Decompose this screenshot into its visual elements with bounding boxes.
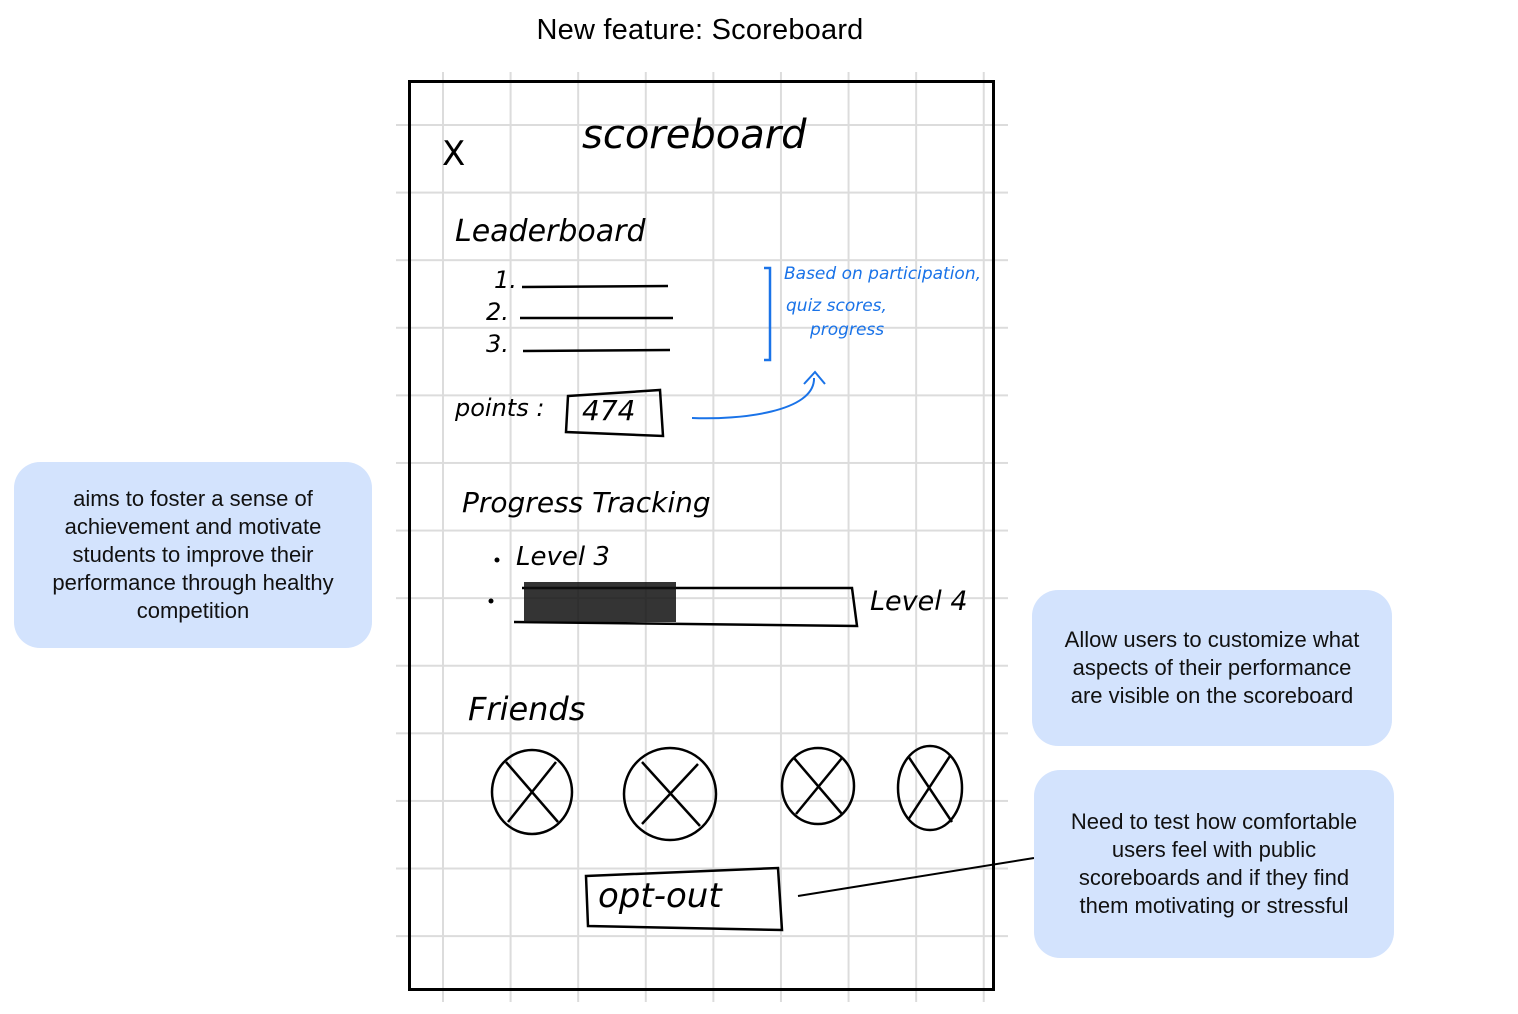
annotation-note-right-top: Allow users to customize what aspects of… <box>1032 590 1392 746</box>
points-arrow-head <box>803 370 826 385</box>
friends-heading: Friends <box>468 690 586 728</box>
points-arrow <box>691 377 816 420</box>
level-bullet <box>494 557 500 563</box>
phone-wireframe-frame <box>408 80 995 991</box>
screen-title: scoreboard <box>582 112 807 158</box>
leaderboard-rank-2: 2. <box>486 298 509 326</box>
current-level-label: Level 3 <box>516 542 610 572</box>
leaderboard-rank-3: 3. <box>486 330 509 358</box>
next-level-label: Level 4 <box>870 586 968 617</box>
points-value: 474 <box>582 394 636 427</box>
progress-bar-outline <box>513 586 859 628</box>
points-box <box>564 388 665 438</box>
side-note-line-3: progress <box>810 320 885 340</box>
leaderboard-heading: Leaderboard <box>455 214 646 249</box>
grid-paper-background <box>396 72 1008 1002</box>
opt-out-button[interactable]: opt-out <box>598 876 722 916</box>
side-note-bracket <box>764 266 772 362</box>
bar-bullet <box>488 598 494 604</box>
connector-line <box>797 857 1035 897</box>
leaderboard-line-3 <box>522 348 671 353</box>
annotation-note-right-bottom: Need to test how comfortable users feel … <box>1034 770 1394 958</box>
leaderboard-rank-1: 1. <box>494 266 517 294</box>
progress-heading: Progress Tracking <box>462 486 711 519</box>
points-label: points : <box>455 394 545 422</box>
friend-avatar-3 <box>780 746 856 826</box>
page-title: New feature: Scoreboard <box>536 14 864 46</box>
friend-avatar-4 <box>896 744 964 832</box>
side-note-line-1: Based on participation, <box>784 264 982 284</box>
close-icon[interactable]: X <box>442 134 466 174</box>
progress-bar-fill <box>524 582 676 622</box>
leaderboard-line-1 <box>521 284 669 289</box>
annotation-note-left: aims to foster a sense of achievement an… <box>14 462 372 648</box>
friend-avatar-1 <box>490 748 574 836</box>
side-note-line-2: quiz scores, <box>786 296 887 316</box>
friend-avatar-2 <box>622 746 718 842</box>
opt-out-box <box>584 866 784 932</box>
